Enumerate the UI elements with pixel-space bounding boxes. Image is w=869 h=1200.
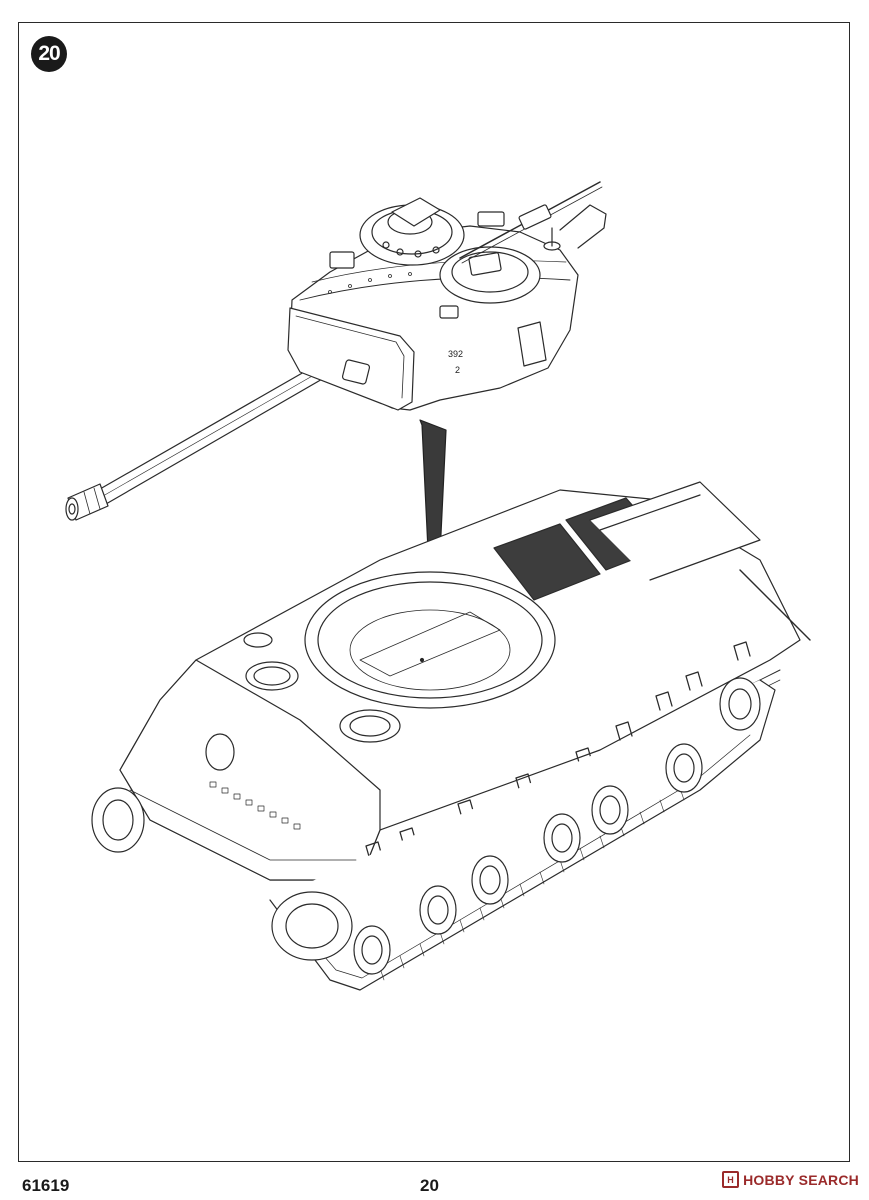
hull bbox=[119, 481, 811, 891]
watermark-text-b: SEARCH bbox=[798, 1171, 859, 1188]
turret-number-bottom: 2 bbox=[455, 365, 460, 375]
running-gear bbox=[91, 677, 776, 991]
turret-number-top: 392 bbox=[448, 349, 463, 359]
watermark-text-a: HOBBY bbox=[743, 1171, 795, 1188]
watermark: H HOBBY SEARCH bbox=[722, 1171, 859, 1188]
page-number: 20 bbox=[420, 1176, 439, 1195]
gun-barrel bbox=[65, 354, 337, 521]
hobbysearch-logo-icon: H bbox=[722, 1171, 740, 1188]
step-number: 20 bbox=[38, 42, 60, 65]
step-number-badge: 20 bbox=[31, 36, 67, 72]
turret: 392 2 bbox=[65, 181, 607, 521]
drive-sprocket bbox=[91, 787, 353, 961]
kit-number: 61619 bbox=[22, 1176, 70, 1195]
page-frame bbox=[18, 22, 850, 1162]
